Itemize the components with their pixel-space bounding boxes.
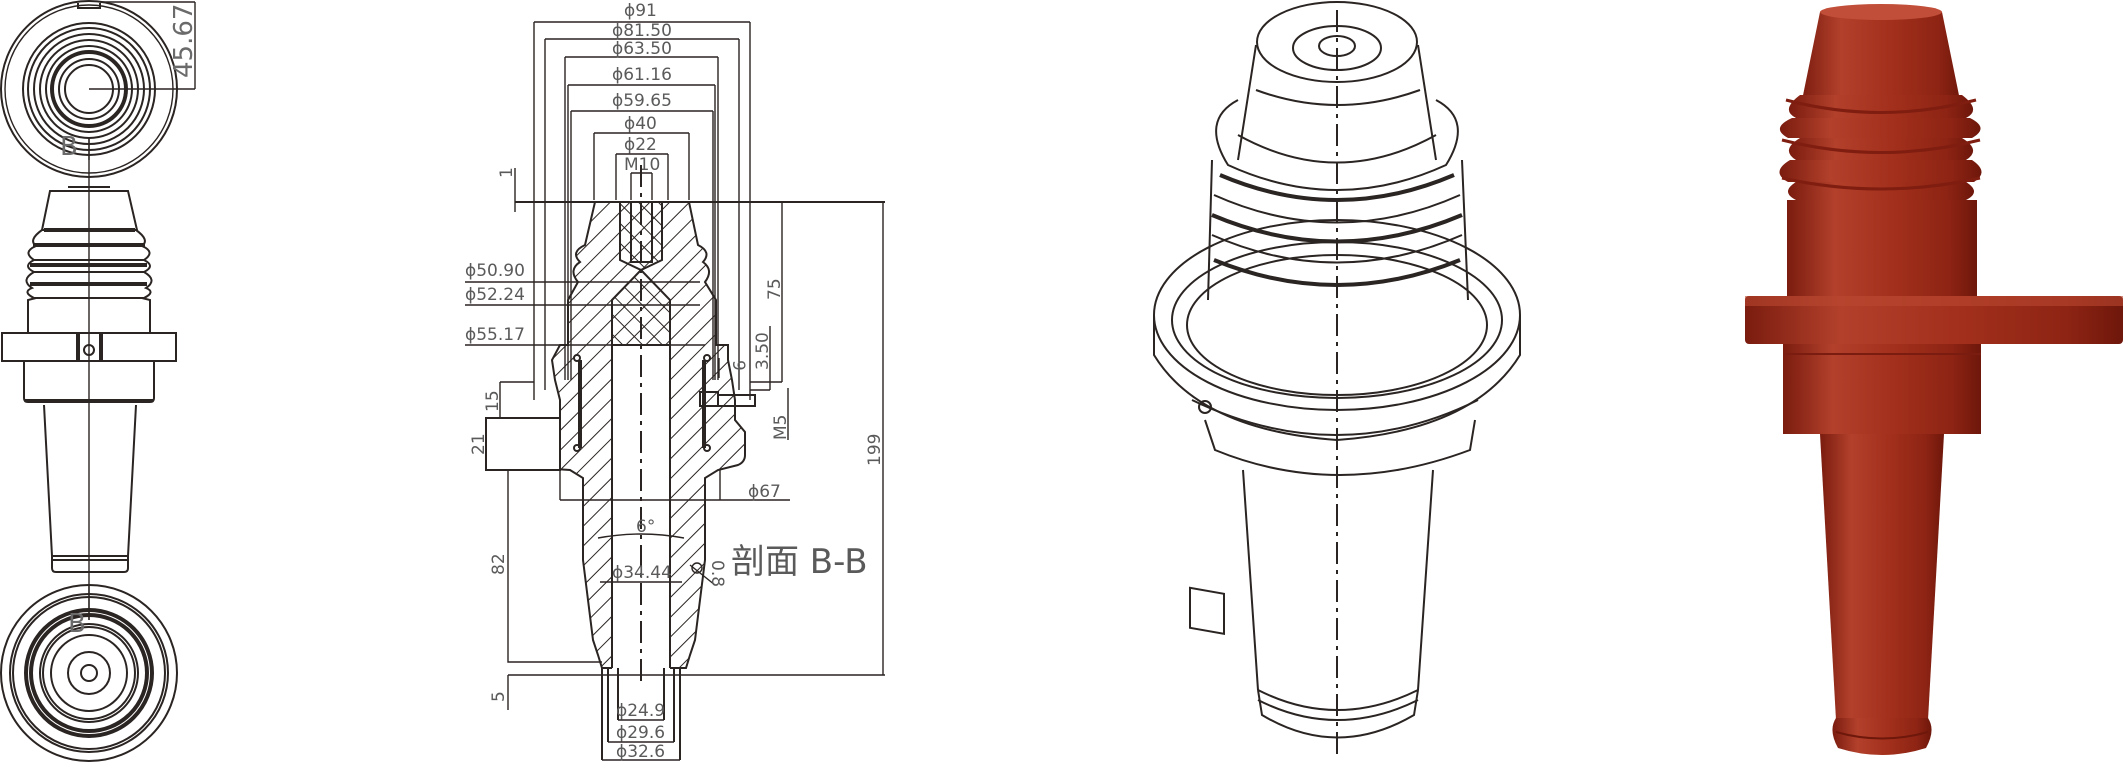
section-view: ϕ91 ϕ81.50 ϕ63.50 ϕ61.16 ϕ59.65 ϕ40 ϕ22 … [465,1,885,762]
dim-phi52-24: ϕ52.24 [465,285,525,305]
dim-phi91: ϕ91 [624,1,657,21]
dim-phi40: ϕ40 [624,114,657,134]
dim-taper-0-8: 0.8 [707,560,727,587]
dim-phi59-65: ϕ59.65 [612,91,672,111]
dim-phi24-9: ϕ24.9 [616,701,665,721]
dim-phi61-16: ϕ61.16 [612,65,672,85]
dim-phi63-50: ϕ63.50 [612,39,672,59]
dim-15: 15 [483,390,503,412]
dim-9: 9 [728,360,748,371]
dim-phi32-6: ϕ32.6 [616,742,665,762]
dim-phi81-50: ϕ81.50 [612,21,672,41]
dim-phi34-44: ϕ34.44 [612,563,672,583]
section-mark-b-bottom: B [68,609,86,639]
dim-1: 1 [497,167,517,178]
dim-5: 5 [489,691,509,702]
dim-82: 82 [489,553,509,575]
section-mark-b-top: B [60,132,78,162]
end-view-bottom: B [0,584,178,762]
section-title: 剖面 B-B [731,542,868,582]
end-view-top: 45.67 B [0,0,199,178]
isometric-line-view [1153,1,1521,760]
dim-45-67: 45.67 [169,4,199,78]
dim-phi67: ϕ67 [748,482,781,502]
dim-phi50-90: ϕ50.90 [465,261,525,281]
dim-75: 75 [765,278,785,300]
dim-199: 199 [865,434,885,466]
dim-21: 21 [469,433,489,455]
side-view [1,138,177,620]
dim-m5: M5 [771,415,791,440]
dim-phi29-6: ϕ29.6 [616,723,665,743]
dim-phi22: ϕ22 [624,135,657,155]
dim-m10: M10 [624,155,660,175]
dim-angle-6: 6° [636,517,655,537]
dim-phi55-17: ϕ55.17 [465,325,525,345]
rendered-3d-view [1745,4,2123,755]
dim-3-50: 3.50 [753,332,773,370]
